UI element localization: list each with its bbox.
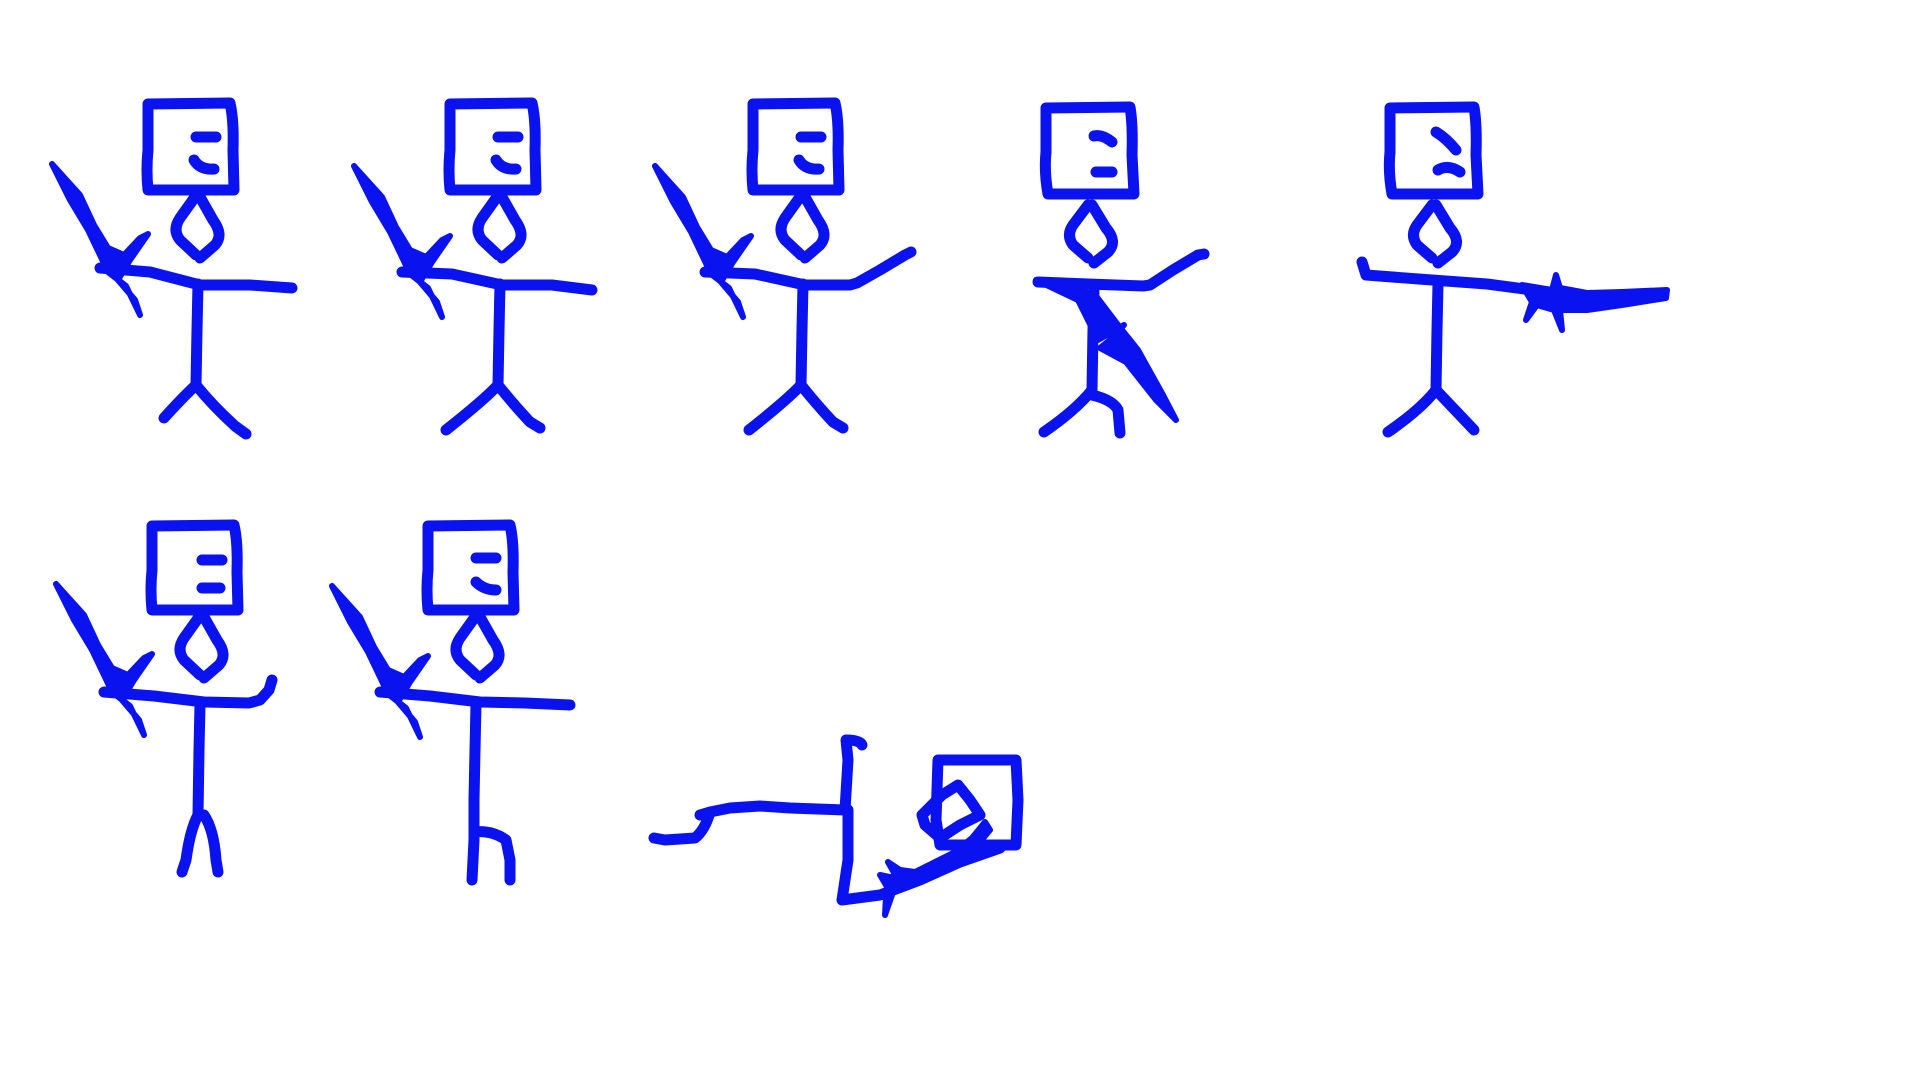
torso: [839, 734, 868, 816]
sword: [53, 581, 155, 738]
legs: [440, 379, 546, 436]
eye-upper: [1430, 126, 1462, 156]
sword: [49, 161, 151, 318]
torso: [492, 278, 506, 391]
torso: [1430, 278, 1444, 396]
head: [145, 519, 244, 616]
stick-figure-frame-4: [1032, 101, 1210, 439]
neck-diamond: [916, 779, 986, 844]
legs: [1382, 384, 1480, 438]
arm-outstretched: [648, 800, 851, 846]
neck-diamond: [1064, 199, 1118, 269]
torso: [795, 278, 809, 391]
head: [746, 97, 845, 196]
torso: [192, 698, 206, 821]
sword: [1519, 272, 1670, 333]
head: [930, 754, 1024, 851]
sword: [1033, 277, 1179, 423]
stick-figure-frame-3: [652, 97, 917, 436]
legs: [743, 379, 849, 436]
eye-lower: [470, 576, 502, 596]
stick-figure-frame-6: [53, 519, 278, 878]
shoulders-arms: [1356, 256, 1538, 296]
sword: [877, 819, 993, 918]
legs: [176, 809, 224, 878]
stick-figure-frame-8-fallen: [648, 734, 1024, 918]
head: [421, 519, 520, 616]
head: [1383, 101, 1484, 200]
legs: [466, 794, 516, 886]
legs: [1038, 384, 1126, 439]
sword: [652, 163, 754, 320]
stick-figure-frame-1: [49, 97, 298, 440]
sword: [351, 163, 453, 320]
head: [443, 97, 542, 196]
torso: [190, 278, 204, 391]
head: [141, 97, 240, 196]
eye-lower: [1432, 161, 1466, 178]
neck-diamond: [775, 191, 830, 264]
shoulders-arms: [1032, 248, 1210, 292]
stick-figure-frame-2: [351, 97, 598, 436]
neck-diamond: [472, 191, 527, 264]
lower-body: [836, 804, 1006, 906]
legs: [158, 379, 252, 440]
eye-upper: [1088, 130, 1118, 148]
neck-diamond: [170, 191, 225, 264]
stick-figure-frame-7: [329, 519, 576, 886]
eye-lower: [793, 154, 825, 175]
eye-lower: [490, 154, 522, 175]
eye-lower: [188, 154, 220, 175]
neck-diamond: [450, 611, 505, 684]
torso: [468, 698, 482, 806]
neck-diamond: [174, 611, 229, 684]
head: [1039, 101, 1140, 200]
shoulders-arms: [699, 246, 917, 291]
sword: [329, 583, 431, 740]
neck-diamond: [1408, 199, 1462, 269]
stick-figure-frame-5: [1356, 101, 1670, 438]
shoulders-arms: [98, 674, 278, 709]
